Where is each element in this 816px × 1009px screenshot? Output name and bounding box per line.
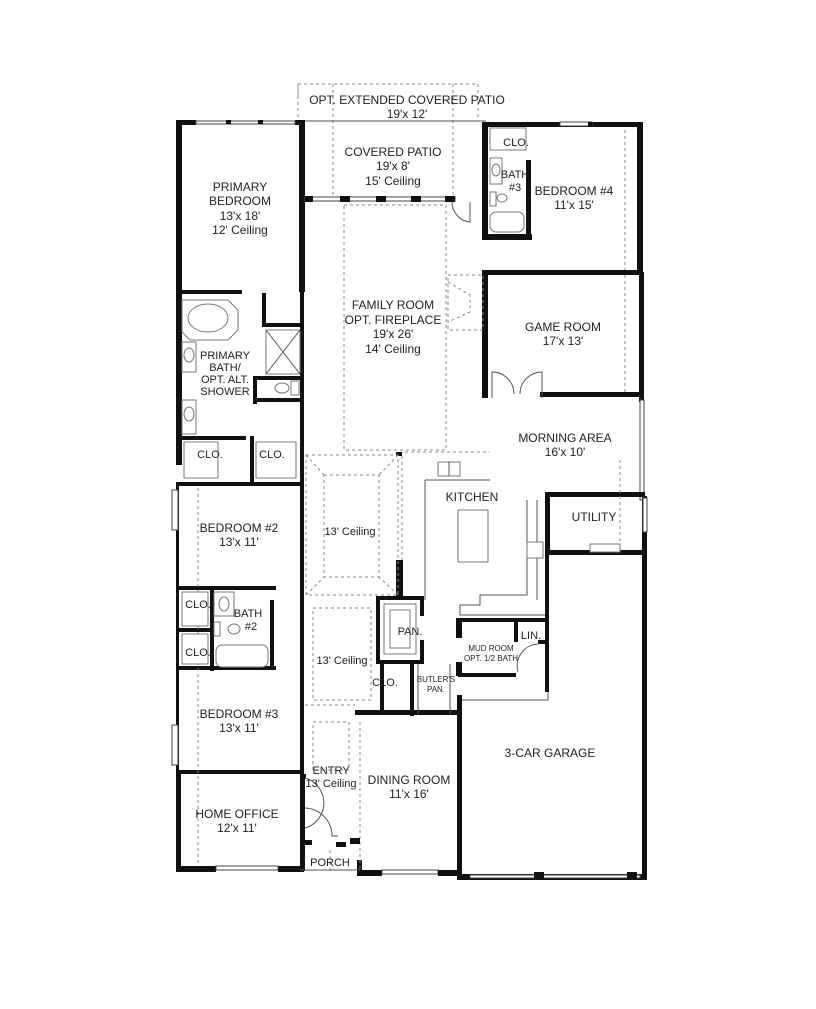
room-primary-bedroom: PRIMARY BEDROOM 13'x 18' 12' Ceiling (209, 180, 271, 237)
svg-text:#2: #2 (245, 621, 257, 633)
svg-text:19'x 12': 19'x 12' (387, 107, 428, 121)
svg-text:11'x 15': 11'x 15' (554, 198, 594, 212)
svg-text:BATH/: BATH/ (209, 362, 242, 374)
room-pantry: PAN. (398, 626, 423, 638)
svg-text:FAMILY ROOM: FAMILY ROOM (352, 298, 434, 312)
svg-text:MUD ROOM: MUD ROOM (468, 644, 514, 653)
svg-text:OPT. ALT.: OPT. ALT. (201, 374, 249, 386)
svg-text:3-CAR GARAGE: 3-CAR GARAGE (505, 746, 596, 760)
room-porch: PORCH (310, 857, 350, 869)
room-gallery-ceiling-2: 13' Ceiling (316, 655, 367, 667)
svg-text:13'x 18': 13'x 18' (220, 209, 261, 223)
svg-text:SHOWER: SHOWER (200, 386, 250, 398)
svg-text:DINING ROOM: DINING ROOM (368, 773, 451, 787)
room-bath-3-closet: CLO. (503, 137, 529, 149)
room-game-room: GAME ROOM 17'x 13' (525, 320, 601, 348)
room-bedroom-3-closet: CLO. (185, 647, 211, 659)
svg-text:BEDROOM #3: BEDROOM #3 (200, 707, 279, 721)
svg-text:COVERED PATIO: COVERED PATIO (345, 145, 442, 159)
svg-text:GAME ROOM: GAME ROOM (525, 320, 601, 334)
svg-text:UTILITY: UTILITY (572, 510, 617, 524)
room-primary-bath: PRIMARY BATH/ OPT. ALT. SHOWER (200, 350, 251, 398)
room-dining-room: DINING ROOM 11'x 16' (368, 773, 451, 801)
room-primary-closet-1: CLO. (197, 449, 223, 461)
interior-walls (176, 290, 549, 816)
svg-text:13'x 11': 13'x 11' (219, 535, 259, 549)
svg-text:PAN.: PAN. (427, 685, 445, 694)
room-opt-extended-covered-patio: OPT. EXTENDED COVERED PATIO 19'x 12' (309, 93, 505, 121)
room-bedroom-4: BEDROOM #4 11'x 15' (535, 184, 614, 212)
svg-text:11'x 16': 11'x 16' (389, 787, 429, 801)
ceiling-outlines (197, 130, 626, 870)
room-gallery-ceiling-1: 13' Ceiling (324, 526, 375, 538)
room-covered-patio: COVERED PATIO 19'x 8' 15' Ceiling (345, 145, 442, 188)
room-utility: UTILITY (572, 510, 617, 524)
svg-text:BATH: BATH (234, 608, 263, 620)
room-3-car-garage: 3-CAR GARAGE (505, 746, 596, 760)
svg-text:CLO.: CLO. (185, 599, 211, 611)
svg-text:CLO.: CLO. (259, 449, 285, 461)
room-kitchen: KITCHEN (446, 490, 499, 504)
svg-text:#3: #3 (509, 182, 521, 194)
svg-text:13' Ceiling: 13' Ceiling (324, 526, 375, 538)
svg-text:OPT. EXTENDED COVERED PATIO: OPT. EXTENDED COVERED PATIO (309, 93, 505, 107)
svg-text:19'x 26': 19'x 26' (373, 327, 414, 341)
svg-text:LIN.: LIN. (521, 630, 541, 642)
svg-text:CLO.: CLO. (185, 647, 211, 659)
room-linen: LIN. (521, 630, 541, 642)
svg-text:19'x 8': 19'x 8' (376, 159, 410, 173)
svg-text:12'x 11': 12'x 11' (217, 821, 257, 835)
room-mud-room: MUD ROOM OPT. 1/2 BATH (464, 644, 518, 663)
svg-text:MORNING AREA: MORNING AREA (518, 431, 611, 445)
room-family-room: FAMILY ROOM OPT. FIREPLACE 19'x 26' 14' … (345, 298, 442, 356)
room-entry: ENTRY 13' Ceiling (305, 765, 356, 790)
svg-text:13' Ceiling: 13' Ceiling (305, 778, 356, 790)
room-bedroom-2-closet: CLO. (185, 599, 211, 611)
room-bath-3: BATH #3 (501, 169, 530, 194)
svg-text:BATH: BATH (501, 169, 530, 181)
svg-text:13'x 11': 13'x 11' (219, 721, 259, 735)
svg-text:ENTRY: ENTRY (312, 765, 350, 777)
svg-text:BUTLER'S: BUTLER'S (417, 675, 455, 684)
room-entry-closet: CLO. (372, 677, 398, 689)
room-bath-2: BATH #2 (234, 608, 263, 633)
room-morning-area: MORNING AREA 16'x 10' (518, 431, 611, 459)
svg-text:BEDROOM #2: BEDROOM #2 (200, 521, 279, 535)
svg-text:OPT. FIREPLACE: OPT. FIREPLACE (345, 313, 442, 327)
room-butlers-pantry: BUTLER'S PAN. (417, 675, 455, 694)
svg-text:KITCHEN: KITCHEN (446, 490, 499, 504)
room-bedroom-2: BEDROOM #2 13'x 11' (200, 521, 279, 549)
svg-text:15' Ceiling: 15' Ceiling (365, 174, 421, 188)
svg-text:17'x 13': 17'x 13' (543, 334, 584, 348)
svg-text:PAN.: PAN. (398, 626, 423, 638)
svg-text:PRIMARY: PRIMARY (200, 350, 251, 362)
svg-text:BEDROOM: BEDROOM (209, 194, 271, 208)
svg-text:16'x 10': 16'x 10' (545, 445, 586, 459)
svg-text:BEDROOM #4: BEDROOM #4 (535, 184, 614, 198)
room-bedroom-3: BEDROOM #3 13'x 11' (200, 707, 279, 735)
room-labels: OPT. EXTENDED COVERED PATIO 19'x 12' COV… (185, 93, 616, 869)
svg-text:PORCH: PORCH (310, 857, 350, 869)
svg-text:12' Ceiling: 12' Ceiling (212, 223, 268, 237)
room-home-office: HOME OFFICE 12'x 11' (195, 807, 278, 835)
svg-text:13' Ceiling: 13' Ceiling (316, 655, 367, 667)
svg-text:PRIMARY: PRIMARY (213, 180, 267, 194)
svg-text:CLO.: CLO. (372, 677, 398, 689)
svg-text:14' Ceiling: 14' Ceiling (365, 342, 421, 356)
svg-text:CLO.: CLO. (503, 137, 529, 149)
svg-text:HOME OFFICE: HOME OFFICE (195, 807, 278, 821)
fixtures (181, 127, 621, 871)
room-primary-closet-2: CLO. (259, 449, 285, 461)
svg-text:OPT. 1/2 BATH: OPT. 1/2 BATH (464, 654, 518, 663)
svg-text:CLO.: CLO. (197, 449, 223, 461)
